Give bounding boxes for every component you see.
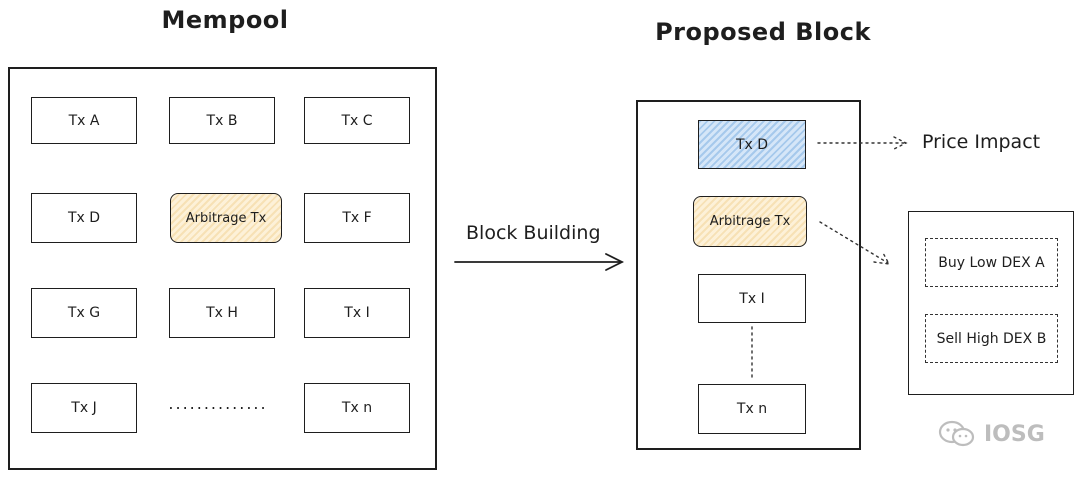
sell-high-dex-b: Sell High DEX B bbox=[925, 314, 1058, 363]
price-impact-label: Price Impact bbox=[922, 131, 1041, 153]
mempool-ellipsis: .............. bbox=[168, 394, 268, 413]
mempool-arbitrage-tx: Arbitrage Tx bbox=[170, 193, 282, 243]
mempool-frame bbox=[8, 67, 437, 470]
arbitrage-legs-arrow bbox=[819, 221, 891, 265]
mempool-tx-d: Tx D bbox=[31, 193, 137, 243]
mempool-title: Mempool bbox=[161, 6, 289, 34]
mempool-tx-c: Tx C bbox=[304, 97, 410, 144]
wechat-icon bbox=[938, 420, 975, 447]
mempool-tx-h: Tx H bbox=[169, 288, 275, 338]
block-building-label: Block Building bbox=[466, 222, 601, 244]
buy-low-dex-a: Buy Low DEX A bbox=[925, 238, 1058, 287]
block-tx-n: Tx n bbox=[698, 384, 806, 434]
block-building-arrow bbox=[454, 253, 625, 271]
proposed-block-frame bbox=[636, 100, 861, 450]
watermark: IOSG bbox=[938, 420, 1045, 448]
mempool-tx-f: Tx F bbox=[304, 193, 410, 243]
mempool-tx-b: Tx B bbox=[169, 97, 275, 144]
block-tx-d: Tx D bbox=[698, 120, 806, 169]
block-tx-i: Tx I bbox=[698, 274, 806, 323]
mempool-tx-j: Tx J bbox=[31, 383, 137, 433]
block-arbitrage-tx: Arbitrage Tx bbox=[693, 196, 807, 247]
mempool-tx-g: Tx G bbox=[31, 288, 137, 338]
mempool-tx-i: Tx I bbox=[304, 288, 410, 338]
mempool-tx-n: Tx n bbox=[304, 383, 410, 433]
watermark-text: IOSG bbox=[984, 421, 1045, 447]
proposed-block-title: Proposed Block bbox=[655, 18, 871, 46]
arbitrage-legs-frame bbox=[908, 211, 1074, 395]
mempool-tx-a: Tx A bbox=[31, 97, 137, 144]
price-impact-arrow bbox=[817, 136, 908, 150]
